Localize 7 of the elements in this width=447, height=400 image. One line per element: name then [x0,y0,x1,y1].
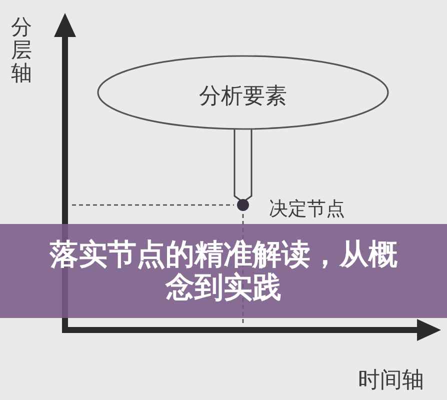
axis-label: 分层轴 [10,16,33,85]
title-banner: 落实节点的精准解读，从概念到实践 [0,224,447,318]
ellipse-node: 分析要素 [97,55,389,130]
node-label: 决定节点 [269,199,345,221]
axis-label: 时间轴 [357,368,425,394]
double-line-connector [234,128,252,203]
dot [237,199,249,211]
